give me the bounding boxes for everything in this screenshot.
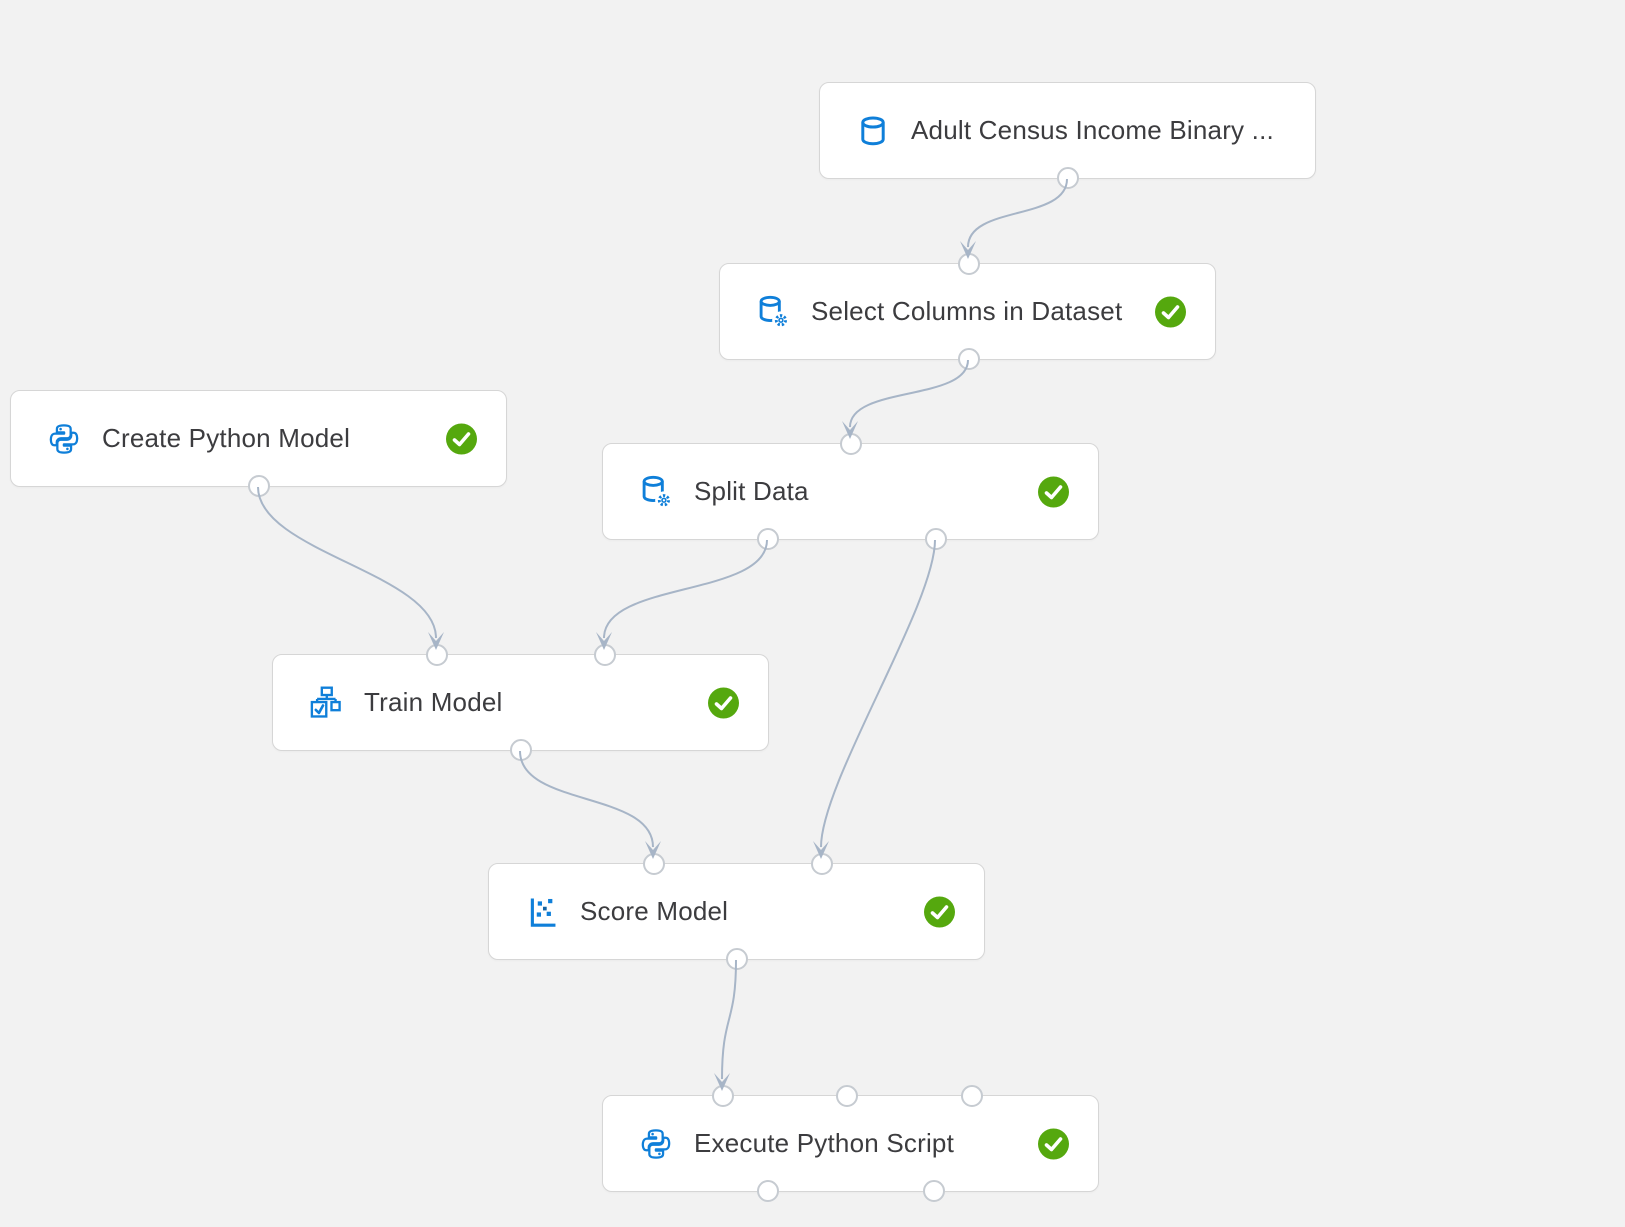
node-label: Score Model [580,896,729,926]
select-columns-output-port-0[interactable] [958,348,980,370]
status-completed-icon [1038,476,1069,507]
status-completed-icon [708,687,739,718]
split-data-output-port-0[interactable] [757,528,779,550]
execute-python-script-input-port-0[interactable] [712,1085,734,1107]
database-settings-icon [756,295,790,329]
connector[interactable] [603,539,768,639]
create-python-model-output-port-0[interactable] [248,475,270,497]
execute-python-script-output-port-1[interactable] [923,1180,945,1202]
dataset-icon [856,114,890,148]
node-label: Train Model [364,687,503,717]
score-model-input-port-0[interactable] [643,853,665,875]
database-settings-icon [639,475,673,509]
dataset-output-port-0[interactable] [1057,167,1079,189]
status-completed-icon [924,896,955,927]
train-model-input-port-1[interactable] [594,644,616,666]
node-split-data[interactable]: Split Data [602,433,1099,550]
execute-python-script-input-port-1[interactable] [836,1085,858,1107]
node-label: Create Python Model [102,423,351,453]
score-model-icon [525,895,559,929]
connector[interactable] [519,750,654,848]
score-model-output-port-0[interactable] [726,948,748,970]
node-label: Adult Census Income Binary ... [911,115,1274,145]
python-icon [47,422,81,456]
split-data-input-port-0[interactable] [840,433,862,455]
node-label: Select Columns in Dataset [811,296,1123,326]
node-train-model[interactable]: Train Model [272,644,769,761]
train-model-icon [309,686,343,720]
train-model-input-port-0[interactable] [426,644,448,666]
split-data-output-port-1[interactable] [925,528,947,550]
node-execute-python-script[interactable]: Execute Python Script [602,1085,1099,1202]
select-columns-input-port-0[interactable] [958,253,980,275]
connector[interactable] [967,178,1068,248]
train-model-output-port-0[interactable] [510,739,532,761]
node-label: Split Data [694,476,809,506]
node-label: Execute Python Script [694,1128,954,1158]
status-completed-icon [1155,296,1186,327]
node-create-python-model[interactable]: Create Python Model [10,390,507,497]
execute-python-script-input-port-2[interactable] [961,1085,983,1107]
node-score-model[interactable]: Score Model [488,853,985,970]
connector[interactable] [849,359,969,428]
node-select-columns[interactable]: Select Columns in Dataset [719,253,1216,370]
execute-python-script-output-port-0[interactable] [757,1180,779,1202]
connector[interactable] [257,486,437,639]
python-icon [639,1127,673,1161]
node-dataset[interactable]: Adult Census Income Binary ... [819,82,1316,189]
connector[interactable] [721,959,737,1080]
status-completed-icon [446,423,477,454]
connector[interactable] [820,539,936,848]
score-model-input-port-1[interactable] [811,853,833,875]
status-completed-icon [1038,1128,1069,1159]
